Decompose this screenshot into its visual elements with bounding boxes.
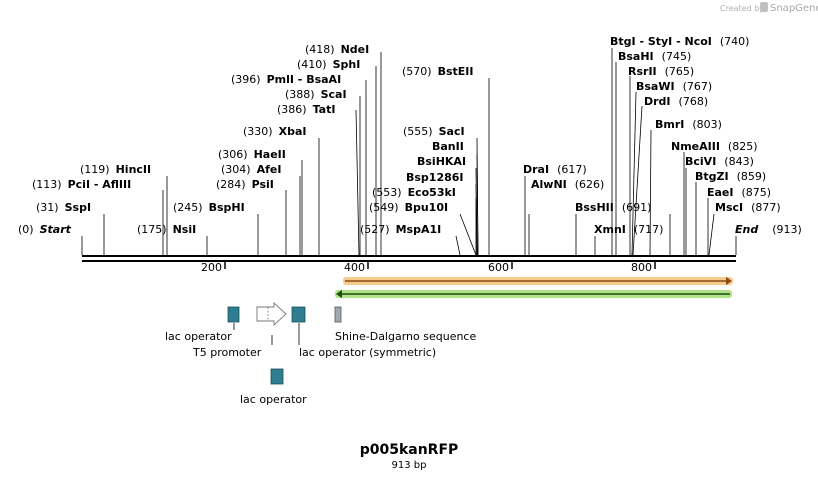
site-tati[interactable]: (386)TatI: [277, 103, 335, 116]
site-hincii[interactable]: (119)HincII: [80, 163, 151, 176]
site-labels: (0)Start (31)SspI (113)PciI - AflIII (11…: [18, 35, 802, 236]
site-bcivi[interactable]: BciVI(843): [685, 155, 754, 168]
feature-t5-promoter: T5 promoter: [192, 346, 262, 359]
site-bsahi[interactable]: BsaHI(745): [618, 50, 691, 63]
site-saci[interactable]: (555)SacI: [403, 125, 465, 138]
credit-prefix: Created by: [720, 4, 764, 13]
ruler-tick-600: 600: [488, 261, 509, 274]
site-sphi[interactable]: (410)SphI: [297, 58, 360, 71]
plasmid-name: p005kanRFP: [360, 442, 459, 458]
site-psii[interactable]: (284)PsiI: [216, 178, 274, 191]
site-pcii-afliii[interactable]: (113)PciI - AflIII: [32, 178, 131, 191]
plasmid-length: 913 bp: [392, 460, 427, 471]
site-sspi[interactable]: (31)SspI: [36, 201, 91, 214]
site-bsp1286i[interactable]: Bsp1286I: [406, 171, 464, 184]
site-afei[interactable]: (304)AfeI: [221, 163, 281, 176]
site-msci[interactable]: MscI(877): [715, 201, 781, 214]
lac-operator-sym-box[interactable]: [291, 306, 306, 323]
site-eco53ki[interactable]: (553)Eco53kI: [372, 186, 456, 199]
site-banii[interactable]: BanII: [432, 140, 464, 153]
site-bsphi[interactable]: (245)BspHI: [173, 201, 245, 214]
site-eaei[interactable]: EaeI(875): [707, 186, 771, 199]
site-btgzi[interactable]: BtgZI(859): [695, 170, 766, 183]
ruler: 200 400 600 800: [201, 261, 656, 274]
site-drai[interactable]: DraI(617): [523, 163, 587, 176]
feature-shine-dalgarno: Shine-Dalgarno sequence: [335, 330, 476, 343]
site-bpu10i[interactable]: (549)Bpu10I: [369, 201, 448, 214]
ruler-tick-200: 200: [201, 261, 222, 274]
site-mspa1i[interactable]: (527)MspA1I: [360, 223, 441, 236]
site-bsshii[interactable]: BssHII(691): [575, 201, 651, 214]
t5-promoter-arrow-icon[interactable]: [256, 301, 287, 327]
site-bsawi[interactable]: BsaWI(767): [636, 80, 712, 93]
lac-operator-box-2[interactable]: [270, 368, 284, 385]
site-bsteii[interactable]: (570)BstEII: [402, 65, 473, 78]
site-ndei[interactable]: (418)NdeI: [305, 43, 369, 56]
site-lines: [81, 48, 737, 256]
shine-dalgarno-box[interactable]: [334, 306, 342, 323]
site-drdi[interactable]: DrdI(768): [644, 95, 708, 108]
feature-lac-operator-2: lac operator: [240, 393, 307, 406]
site-btgi-styi-ncoi[interactable]: BtgI - StyI - NcoI(740): [610, 35, 749, 48]
lac-operator-box-1[interactable]: [227, 306, 240, 323]
credit-brand: SnapGene: [770, 3, 818, 14]
site-scai[interactable]: (388)ScaI: [285, 88, 347, 101]
features: lac operator T5 promoter lac operator (s…: [165, 301, 476, 406]
ruler-tick-400: 400: [344, 261, 365, 274]
site-bmri[interactable]: BmrI(803): [655, 118, 722, 131]
site-xmni[interactable]: XmnI(717): [594, 223, 663, 236]
site-end[interactable]: End(913): [735, 223, 802, 236]
snapgene-logo-icon: [760, 2, 768, 12]
ruler-tick-800: 800: [631, 261, 652, 274]
site-nsii[interactable]: (175)NsiI: [137, 223, 196, 236]
site-start[interactable]: (0)Start: [18, 223, 72, 236]
feature-lac-operator-symmetric: lac operator (symmetric): [299, 346, 436, 359]
kan-arrow[interactable]: [335, 290, 732, 298]
rfp-arrow[interactable]: [343, 277, 733, 285]
credit: Created by SnapGene: [720, 2, 818, 14]
backbone: [82, 255, 736, 262]
site-nmeaiii[interactable]: NmeAIII(825): [671, 140, 758, 153]
site-bsihkai[interactable]: BsiHKAI: [417, 155, 466, 168]
feature-lac-operator-1: lac operator: [165, 330, 232, 343]
site-xbai[interactable]: (330)XbaI: [243, 125, 306, 138]
site-pmli-bsaai[interactable]: (396)PmlI - BsaAI: [231, 73, 341, 86]
site-haeii[interactable]: (306)HaeII: [218, 148, 286, 161]
site-alwni[interactable]: AlwNI(626): [531, 178, 604, 191]
site-rsrii[interactable]: RsrII(765): [628, 65, 694, 78]
